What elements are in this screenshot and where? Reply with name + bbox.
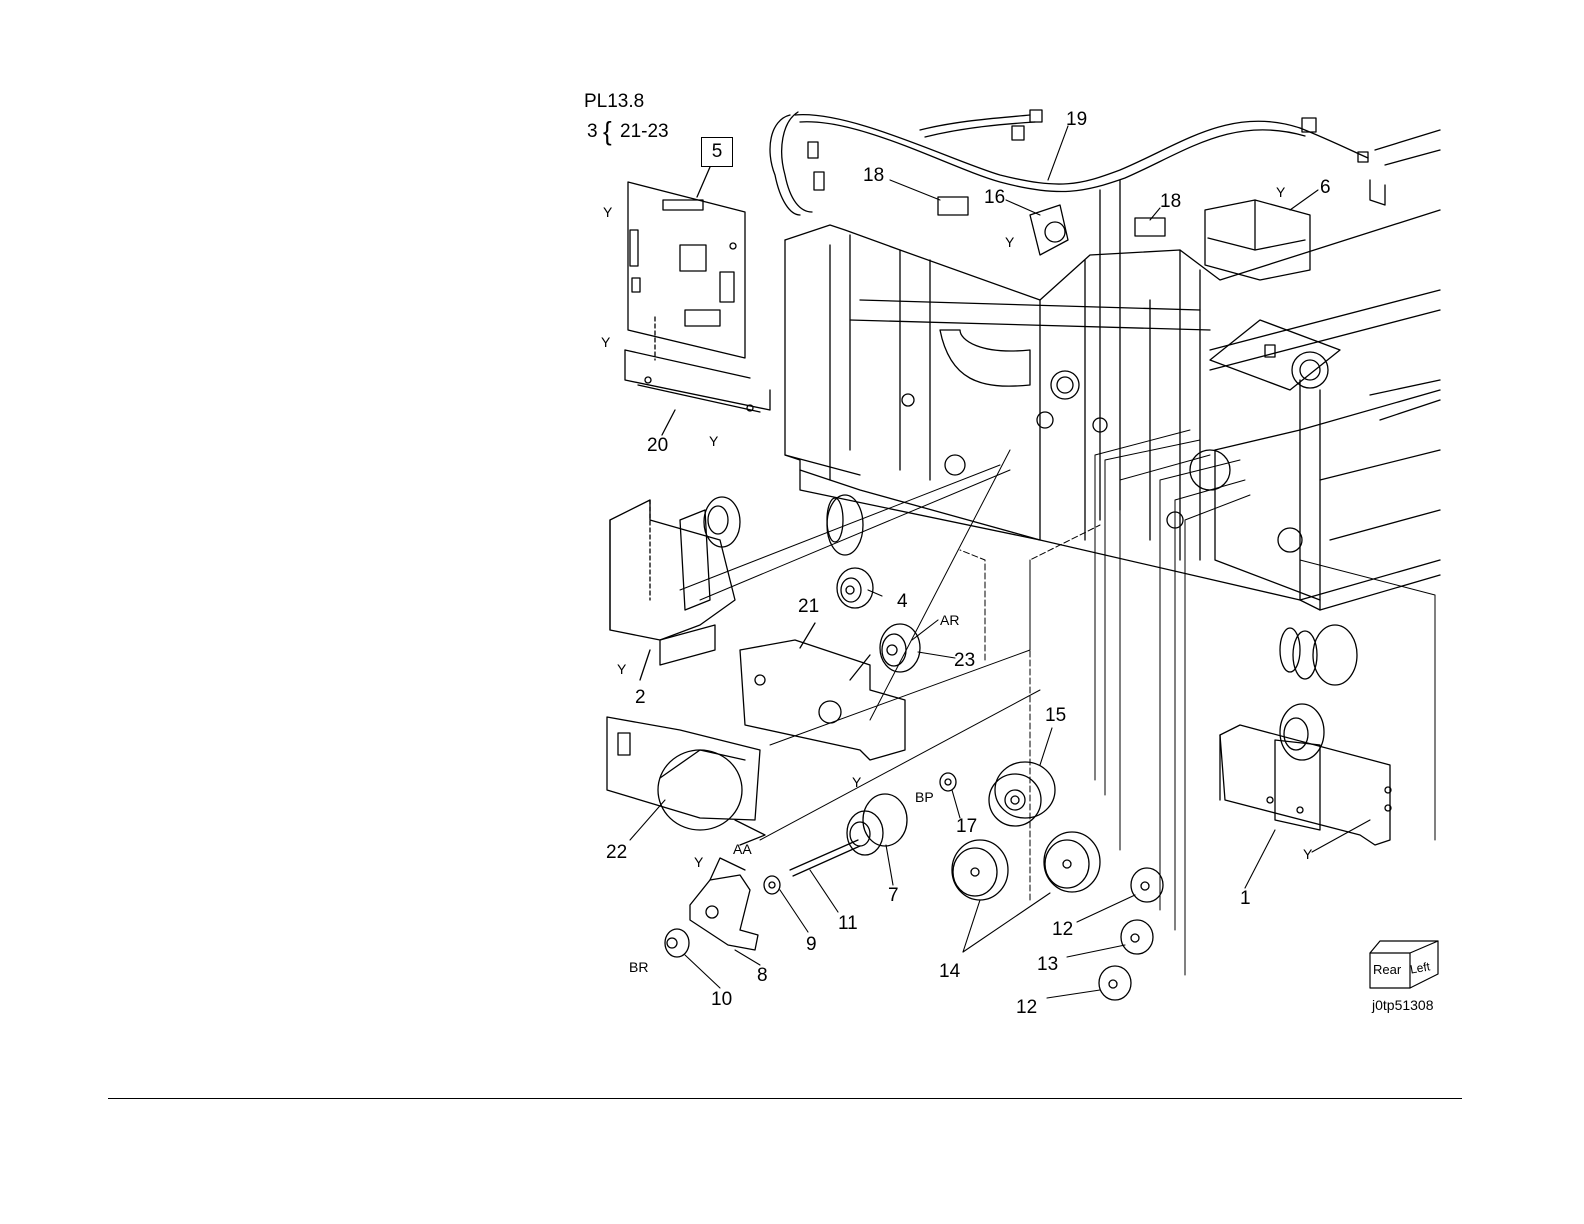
marker-br: BR [629, 960, 648, 974]
item-label-7: 7 [888, 886, 899, 905]
gear-4 [837, 568, 873, 608]
item-label-10: 10 [711, 990, 732, 1009]
gear-10 [665, 929, 689, 957]
marker-y: Y [694, 855, 703, 869]
item-label-12a: 12 [1052, 920, 1073, 939]
motor-22 [607, 717, 765, 845]
marker-y: Y [1005, 235, 1014, 249]
motor-2 [610, 497, 740, 680]
marker-y: Y [617, 662, 626, 676]
bearing-17 [940, 773, 956, 791]
orientation-rear: Rear [1373, 963, 1401, 976]
gear-15 [989, 762, 1055, 826]
item-label-13: 13 [1037, 955, 1058, 974]
marker-y: Y [852, 775, 861, 789]
main-frame [785, 130, 1440, 685]
marker-y: Y [1303, 847, 1312, 861]
item-label-5: 5 [712, 141, 723, 163]
gear-12a [1131, 868, 1163, 902]
gear-14b [1044, 832, 1100, 892]
orientation-left: Left [1409, 960, 1431, 975]
group-range: 21-23 [620, 122, 669, 141]
item-label-15: 15 [1045, 706, 1066, 725]
figure-ref: PL13.8 [584, 92, 644, 111]
reference-lines [680, 430, 1435, 975]
gear-13 [1121, 920, 1153, 954]
marker-ar: AR [940, 613, 959, 627]
gear-assembly-7 [847, 794, 907, 855]
item-label-18b: 18 [1160, 192, 1181, 211]
figure-code: j0tp51308 [1372, 998, 1434, 1012]
marker-bp: BP [915, 790, 934, 804]
item-5-boxed: 5 [701, 137, 733, 167]
pwb-5 [628, 167, 745, 360]
motor-1 [1220, 704, 1391, 845]
item-label-23: 23 [954, 651, 975, 670]
item-label-8: 8 [757, 966, 768, 985]
item-label-9: 9 [806, 935, 817, 954]
label-leaders [630, 126, 1370, 998]
bracket-20 [625, 350, 770, 435]
item-label-18a: 18 [863, 166, 884, 185]
item-label-22: 22 [606, 843, 627, 862]
item-label-4: 4 [897, 592, 908, 611]
bearing-9 [764, 876, 780, 894]
marker-y: Y [601, 335, 610, 349]
bracket-8 [690, 858, 758, 950]
item-label-2: 2 [635, 688, 646, 707]
marker-y: Y [603, 205, 612, 219]
marker-y: Y [709, 434, 718, 448]
item-label-12b: 12 [1016, 998, 1037, 1017]
gear-14a [952, 840, 1008, 900]
item-label-14: 14 [939, 962, 960, 981]
item-label-20: 20 [647, 436, 668, 455]
group-brace: { [603, 118, 612, 144]
footer-divider [108, 1098, 1462, 1099]
gear-23 [850, 624, 920, 680]
item-label-6: 6 [1320, 178, 1331, 197]
group-prefix: 3 [587, 122, 598, 141]
item-label-16: 16 [984, 188, 1005, 207]
item-label-17: 17 [956, 817, 977, 836]
marker-aa: AA [733, 842, 752, 856]
item-label-1: 1 [1240, 889, 1251, 908]
gear-12b [1099, 966, 1131, 1000]
item-label-21: 21 [798, 597, 819, 616]
marker-y: Y [1276, 185, 1285, 199]
item-label-19: 19 [1066, 110, 1087, 129]
item-label-11: 11 [838, 914, 858, 933]
